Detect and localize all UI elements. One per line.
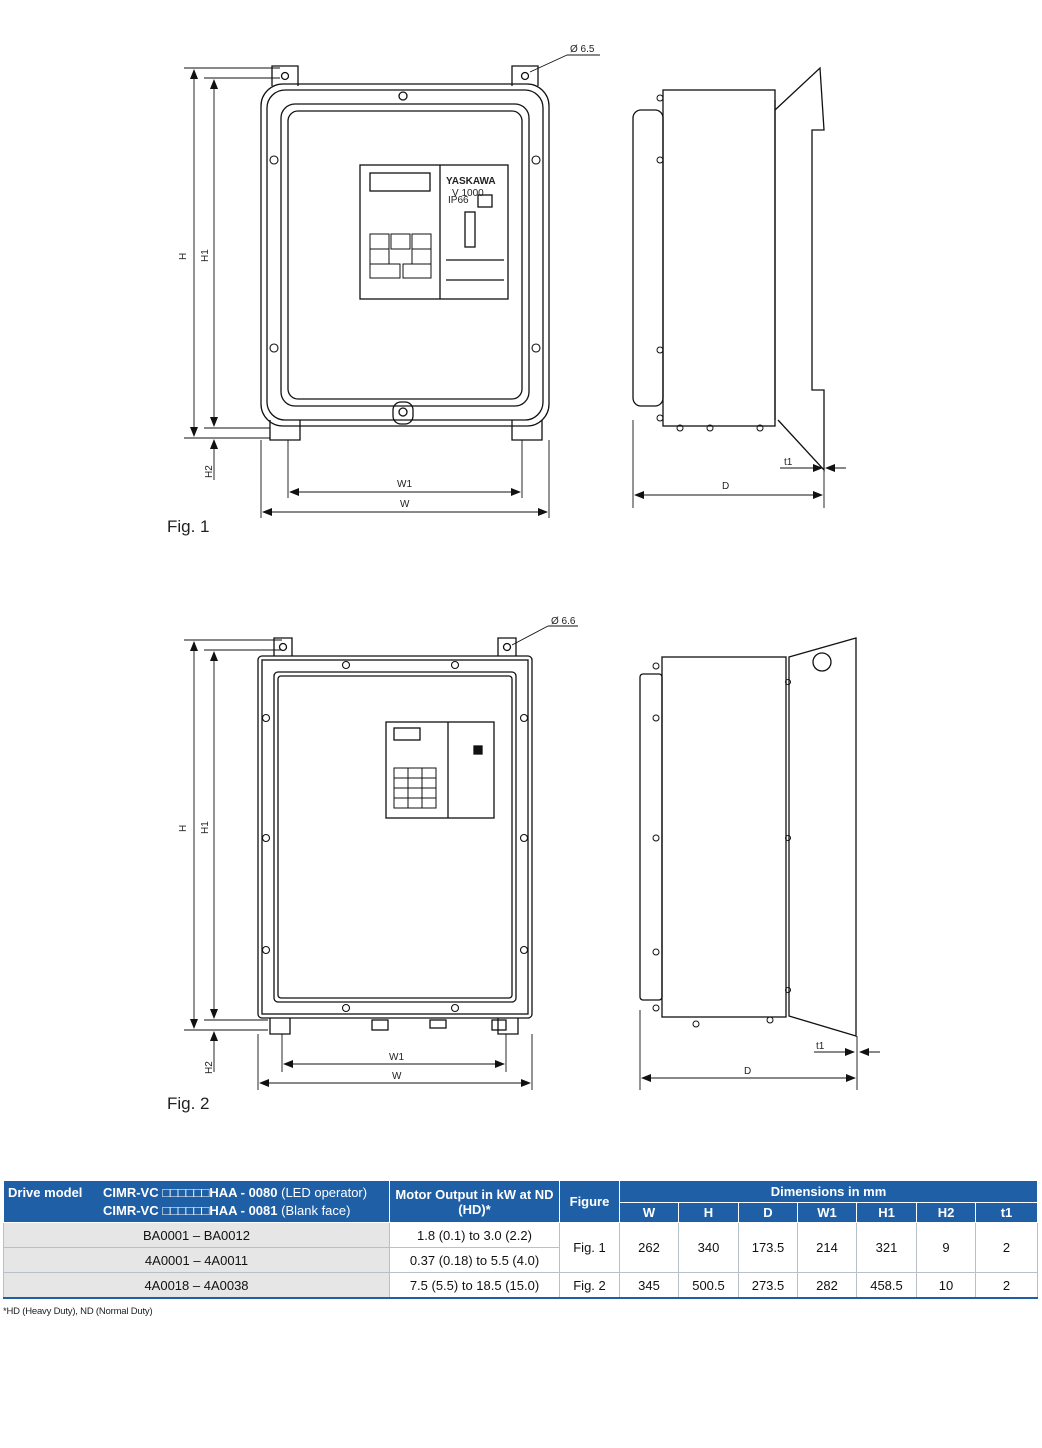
header-dim-w1: W1: [797, 1202, 857, 1223]
dim-w1: 214: [797, 1222, 857, 1273]
header-dim-t1: t1: [975, 1202, 1038, 1223]
footnote: *HD (Heavy Duty), ND (Normal Duty): [3, 1306, 153, 1317]
fig2-dim-d: D: [744, 1066, 751, 1077]
fig1-label: Fig. 1: [167, 517, 210, 536]
fig1-hole-diameter: Ø 6.5: [570, 44, 595, 55]
fig2-dim-h: H: [178, 825, 189, 832]
panel-brand: YASKAWA: [446, 176, 496, 187]
dim-t1: 2: [975, 1272, 1038, 1299]
fig1-front-view: [260, 65, 550, 441]
row-output: 1.8 (0.1) to 3.0 (2.2): [389, 1222, 560, 1248]
fig2-dim-h2: H2: [204, 1061, 215, 1074]
model-line-2: CIMR-VC □□□□□□HAA - 0081: [103, 1202, 278, 1218]
panel-rating: IP66: [448, 195, 469, 206]
dimensions-table: Drive model CIMR-VC □□□□□□HAA - 0080 (LE…: [3, 1180, 1038, 1299]
dim-t1: 2: [975, 1222, 1038, 1273]
header-dimensions: Dimensions in mm: [619, 1180, 1038, 1203]
header-drive-model-label: Drive model: [8, 1184, 83, 1200]
fig1-dim-w: W: [400, 499, 410, 510]
dim-h1: 458.5: [856, 1272, 917, 1299]
fig1-dim-h2: H2: [204, 465, 215, 478]
model-line-1: CIMR-VC □□□□□□HAA - 0080: [103, 1184, 278, 1200]
row-figure: Fig. 1: [559, 1222, 620, 1273]
dim-h2: 9: [916, 1222, 976, 1273]
dim-d: 273.5: [738, 1272, 798, 1299]
fig1-dim-d: D: [722, 481, 729, 492]
row-model: 4A0001 – 4A0011: [3, 1247, 390, 1273]
dim-w: 345: [619, 1272, 679, 1299]
fig2-hole-diameter: Ø 6.6: [551, 616, 576, 627]
fig2-side-view: [639, 637, 857, 1037]
model-line-2-note: (Blank face): [281, 1202, 351, 1218]
fig1-dim-h: H: [178, 253, 189, 260]
dim-d: 173.5: [738, 1222, 798, 1273]
header-dim-w: W: [619, 1202, 679, 1223]
technical-drawings: YASKAWA V 1000 IP66 H H1 H2 W1 W Ø 6.5: [178, 44, 880, 1090]
dim-h1: 321: [856, 1222, 917, 1273]
header-dim-h2: H2: [916, 1202, 976, 1223]
fig1-dim-t1: t1: [784, 457, 793, 468]
fig2-dim-w: W: [392, 1071, 402, 1082]
row-output: 0.37 (0.18) to 5.5 (4.0): [389, 1247, 560, 1273]
header-dim-h1: H1: [856, 1202, 917, 1223]
fig2-dim-t1: t1: [816, 1041, 825, 1052]
fig2-front-view: [257, 637, 533, 1035]
dim-h: 500.5: [678, 1272, 739, 1299]
header-drive-model: Drive model CIMR-VC □□□□□□HAA - 0080 (LE…: [3, 1180, 390, 1223]
table-row: 4A0001 – 4A0011 0.37 (0.18) to 5.5 (4.0): [3, 1247, 1038, 1273]
header-figure: Figure: [559, 1180, 620, 1223]
model-line-1-note: (LED operator): [281, 1184, 368, 1200]
fig1-dim-h1: H1: [200, 249, 211, 262]
fig2-dim-h1: H1: [200, 821, 211, 834]
header-dim-h: H: [678, 1202, 739, 1223]
row-figure: Fig. 2: [559, 1272, 620, 1299]
dim-h: 340: [678, 1222, 739, 1273]
header-motor-output: Motor Output in kW at ND (HD)*: [389, 1180, 560, 1223]
row-model: 4A0018 – 4A0038: [3, 1272, 390, 1299]
dim-w: 262: [619, 1222, 679, 1273]
fig1-side-view: [632, 66, 825, 472]
dim-h2: 10: [916, 1272, 976, 1299]
fig1-dim-w1: W1: [397, 479, 412, 490]
table-row: 4A0018 – 4A0038 7.5 (5.5) to 18.5 (15.0)…: [3, 1272, 1038, 1299]
panel-model: V 1000: [452, 188, 484, 199]
row-model: BA0001 – BA0012: [3, 1222, 390, 1248]
fig2-label: Fig. 2: [167, 1094, 210, 1113]
row-output: 7.5 (5.5) to 18.5 (15.0): [389, 1272, 560, 1299]
dim-w1: 282: [797, 1272, 857, 1299]
table-row: BA0001 – BA0012 1.8 (0.1) to 3.0 (2.2) F…: [3, 1222, 1038, 1273]
fig2-dim-w1: W1: [389, 1052, 404, 1063]
header-dim-d: D: [738, 1202, 798, 1223]
